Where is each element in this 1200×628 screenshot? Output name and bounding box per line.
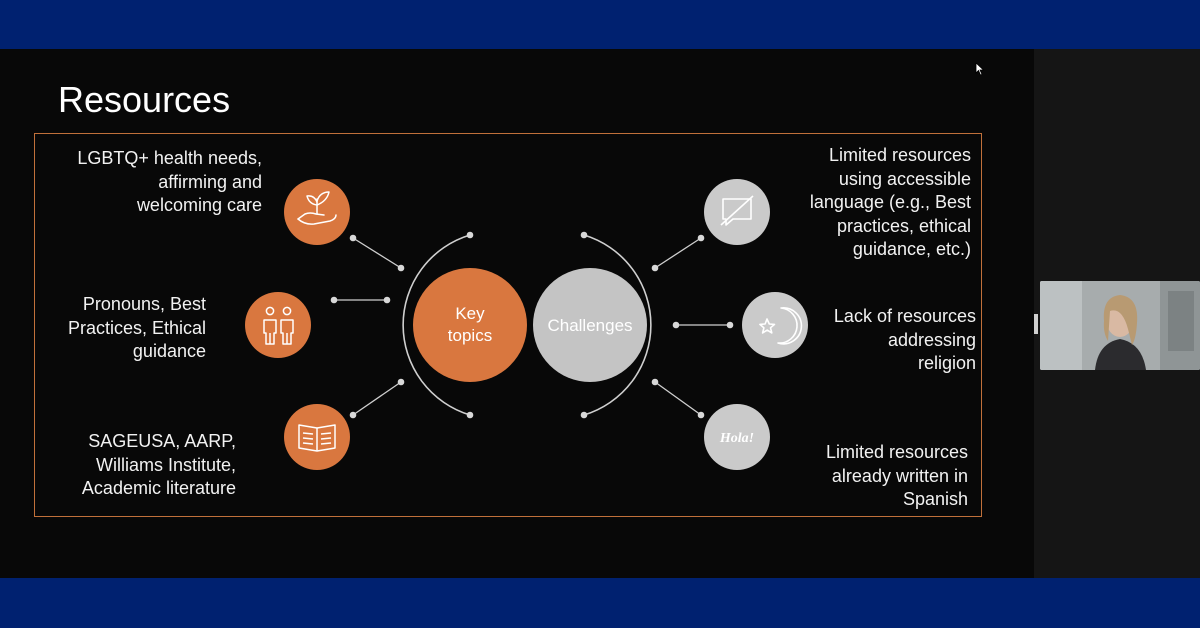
svg-text:Hola!: Hola! [719,431,754,446]
challenge-label-2: Lack of resources addressing religion [833,306,976,373]
hand-plant-icon [297,191,337,225]
panel-resize-handle[interactable] [1034,314,1038,334]
key-topic-label-2: Pronouns, Best Practices, Ethical guidan… [67,294,206,361]
participant-video-feed-icon [1040,281,1200,370]
diagram: Hola! [245,179,808,470]
key-topic-label-1: LGBTQ+ health needs, affirming and welco… [77,148,262,215]
challenge-label-3: Limited resources already written in Spa… [825,442,968,509]
challenge-icon-circle-1 [704,179,770,245]
connector-dots [330,231,734,419]
slide-title: Resources [58,79,231,120]
two-people-icon [263,306,294,345]
mouse-cursor-icon [975,62,985,76]
connector-right-1 [654,237,702,269]
challenge-icon-circle-3 [704,404,770,470]
moon-star-icon [759,307,803,345]
key-topics-arc [402,234,471,416]
crossed-speech-bubble-icon [720,195,754,226]
bottom-band [0,578,1200,628]
connector-left-3 [352,381,402,416]
challenge-label-1: Limited resources using accessible langu… [809,145,971,259]
connector-right-3 [654,381,702,416]
open-book-icon [298,424,336,452]
key-topic-label-3: SAGEUSA, AARP, Williams Institute, Acade… [81,431,236,498]
top-band [0,0,1200,49]
shared-slide: Resources [0,49,1034,578]
participant-video-tile[interactable] [1040,281,1200,370]
hola-speech-bubble-icon: Hola! [719,431,754,446]
key-topic-icon-circle-2 [245,292,311,358]
connector-left-1 [352,237,402,269]
challenges-arc [583,234,652,416]
challenges-hub-label: Challenges [547,316,633,335]
challenges-hub [533,268,647,382]
slide-frame [34,133,982,517]
key-topics-hub [413,268,527,382]
key-topics-hub-label: Key topics [447,304,493,345]
